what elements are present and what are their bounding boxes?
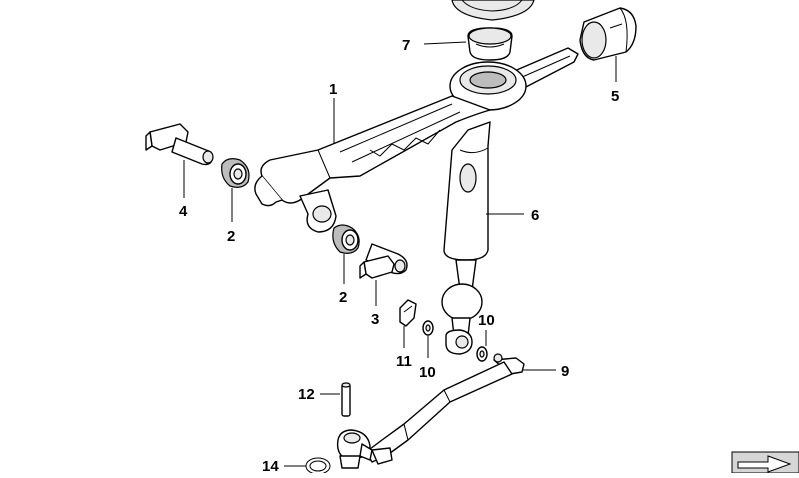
callout-6: 6 [531, 207, 539, 224]
callout-4: 4 [179, 203, 188, 220]
part-11-retaining-clip [399, 299, 417, 327]
callout-7: 7 [402, 37, 410, 54]
part-10-washer-left [422, 320, 434, 336]
callout-3: 3 [371, 311, 379, 328]
callout-labels: 7 5 1 6 4 2 2 3 11 10 10 9 12 14 [179, 37, 619, 475]
part-2-bushing-lower [332, 224, 360, 254]
callout-11: 11 [396, 353, 412, 370]
callout-10-lower: 10 [419, 364, 436, 381]
callout-5: 5 [611, 88, 619, 105]
boot-cover-part [451, 0, 535, 21]
part-7-bearing-cup [467, 27, 513, 61]
callout-2-upper: 2 [227, 228, 235, 245]
part-6-shift-lever [441, 121, 491, 355]
part-10-washer-right [476, 346, 488, 362]
part-9-shift-rod [365, 353, 525, 465]
part-3-clip-pin [359, 243, 408, 279]
part-1-lever-carrier [254, 47, 579, 233]
part-4-clip-pin [145, 123, 214, 166]
part-5-sleeve [579, 7, 637, 61]
callout-1: 1 [329, 81, 337, 98]
callout-2-lower: 2 [339, 289, 347, 306]
part-14-circlip [305, 457, 331, 475]
corner-arrow-icon [731, 451, 799, 474]
callout-10-upper: 10 [478, 312, 495, 329]
leader-lines [183, 41, 617, 467]
rod-joint-part [336, 429, 373, 469]
callout-9: 9 [561, 363, 569, 380]
leader-7 [423, 41, 467, 45]
callout-14: 14 [262, 458, 279, 473]
callout-12: 12 [298, 386, 315, 403]
part-2-bushing-upper [221, 158, 250, 188]
part-12-pin [341, 382, 351, 417]
